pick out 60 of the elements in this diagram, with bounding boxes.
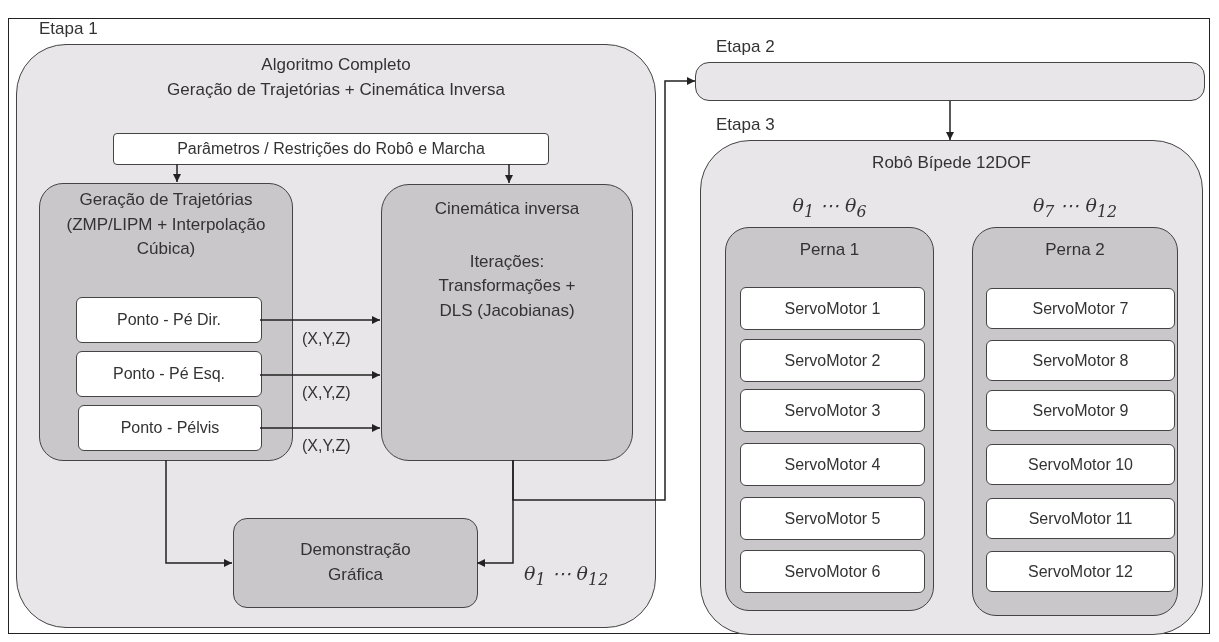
node-title: ServoMotor 4 [784, 454, 881, 475]
item-box [986, 498, 1175, 539]
node-title: Cinemática inversa [434, 198, 580, 220]
arrow [259, 424, 381, 432]
edge-label: (X,Y,Z) [300, 437, 353, 455]
arrow [259, 316, 381, 324]
item-box [76, 351, 262, 397]
stage-label: Etapa 2 [716, 37, 775, 57]
arrow [259, 371, 381, 379]
process-box [233, 518, 478, 608]
item-box [986, 390, 1175, 431]
node-title: Robô Bípede 12DOF [872, 152, 1031, 174]
item-box [986, 288, 1175, 329]
node-title: ServoMotor 12 [1028, 561, 1133, 582]
node-title: ServoMotor 11 [1028, 508, 1133, 529]
arrow [165, 459, 233, 567]
node-title: Parâmetros / Restrições do Robô e Marcha [177, 139, 485, 160]
node-title: Perna 2 [1045, 239, 1105, 261]
item-box [740, 443, 925, 486]
node-title: Perna 1 [799, 239, 860, 261]
node-text: Geração de Trajetórias + Cinemática Inversa [167, 78, 505, 101]
node-title: ServoMotor 6 [784, 561, 881, 582]
node-title: ServoMotor 10 [1028, 454, 1133, 475]
stage-label: Etapa 1 [39, 19, 98, 39]
process-box [381, 184, 633, 461]
node-title: Ponto - Pélvis [120, 418, 220, 439]
item-box [740, 497, 925, 540]
node-title: Algoritmo Completo [261, 54, 411, 76]
arrow [173, 163, 181, 183]
node-title: ServoMotor 7 [1032, 298, 1129, 319]
node-title: ServoMotor 8 [1032, 350, 1129, 371]
item-box [986, 444, 1175, 485]
node-title: Geração de Trajetórias (ZMP/LIPM + Interpolação Cúbica) [66, 189, 266, 261]
joint-angle-label: θ$_{1}$ ⋯ θ$_{6}$ [792, 194, 867, 221]
node-title: ServoMotor 1 [784, 298, 881, 319]
item-box [986, 551, 1175, 592]
node-title: ServoMotor 5 [784, 508, 881, 529]
arrow [505, 163, 513, 184]
node-text: Iterações: Transformações + DLS (Jacobianas) [437, 250, 577, 322]
process-box [39, 183, 293, 461]
item-box [986, 340, 1175, 381]
item-box [113, 133, 549, 165]
node-title: Demonstração Gráfica [299, 539, 412, 586]
joint-angle-label: θ$_{7}$ ⋯ θ$_{12}$ [1032, 194, 1118, 221]
node-title: ServoMotor 2 [784, 350, 881, 371]
node-title: ServoMotor 3 [784, 400, 881, 421]
node-title: Ponto - Pé Esq. [112, 364, 226, 385]
item-box [740, 287, 925, 330]
item-box [78, 405, 262, 451]
item-box [76, 297, 262, 343]
edge-label: (X,Y,Z) [300, 330, 353, 348]
stage-label: Etapa 3 [716, 115, 775, 135]
item-box [740, 389, 925, 432]
arrow [512, 77, 696, 501]
item-box [740, 339, 925, 382]
node-title: ServoMotor 9 [1032, 400, 1129, 421]
node-title: Ponto - Pé Dir. [116, 310, 221, 331]
arrow [946, 100, 954, 141]
edge-label: (X,Y,Z) [300, 384, 353, 402]
item-box [740, 550, 925, 593]
